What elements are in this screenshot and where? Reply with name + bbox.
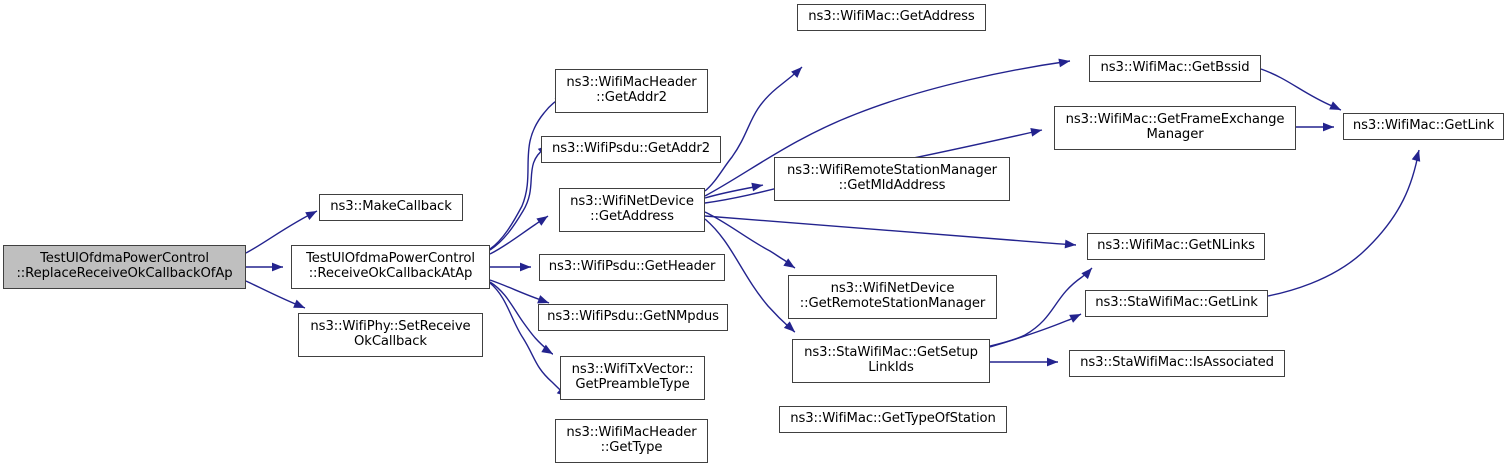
call-graph-node-n19[interactable]: ns3::StaWifiMac::GetLink bbox=[1085, 290, 1268, 317]
call-graph-node-n3[interactable]: ns3::WifiPhy::SetReceive OkCallback bbox=[298, 313, 483, 357]
edge-arrowhead bbox=[536, 216, 548, 226]
call-graph-node-n11[interactable]: ns3::WifiMac::GetAddress bbox=[797, 4, 986, 31]
edge-arrowhead bbox=[1081, 268, 1092, 280]
call-graph-node-n14[interactable]: ns3::StaWifiMac::GetSetup LinkIds bbox=[792, 339, 990, 383]
call-graph-node-n16[interactable]: ns3::WifiMac::GetBssid bbox=[1089, 55, 1261, 82]
call-graph-node-n10[interactable]: ns3::WifiMacHeader ::GetType bbox=[555, 419, 708, 463]
edge-arrowhead bbox=[751, 182, 763, 192]
call-graph-node-n13[interactable]: ns3::WifiNetDevice ::GetRemoteStationMan… bbox=[788, 275, 997, 319]
edge-arrowhead bbox=[541, 344, 553, 354]
call-edge-n16-to-n21 bbox=[1260, 68, 1342, 111]
edge-arrowhead bbox=[1047, 357, 1058, 367]
edge-arrowhead bbox=[783, 321, 795, 332]
call-edge-n2-to-n4 bbox=[489, 94, 567, 250]
edge-arrowhead bbox=[293, 299, 305, 308]
call-graph-node-n5[interactable]: ns3::WifiPsdu::GetAddr2 bbox=[541, 136, 721, 163]
edge-arrowhead bbox=[1058, 58, 1070, 68]
edge-arrowhead bbox=[783, 258, 795, 268]
call-edge-n14-to-n18 bbox=[989, 267, 1093, 347]
call-graph-node-n21[interactable]: ns3::WifiMac::GetLink bbox=[1343, 113, 1504, 140]
edge-arrowhead bbox=[791, 67, 802, 78]
edge-arrowhead bbox=[1069, 314, 1081, 323]
call-graph-node-n15[interactable]: ns3::WifiMac::GetTypeOfStation bbox=[779, 406, 1007, 433]
call-edge-n2-to-n10 bbox=[489, 282, 569, 398]
edge-arrowhead bbox=[305, 211, 317, 221]
edge-arrowhead bbox=[1064, 239, 1076, 249]
call-graph-node-n20[interactable]: ns3::StaWifiMac::IsAssociated bbox=[1069, 350, 1285, 377]
call-graph-node-n6[interactable]: ns3::WifiNetDevice ::GetAddress bbox=[559, 188, 705, 232]
edge-arrowhead bbox=[272, 262, 283, 272]
edge-arrowhead bbox=[537, 295, 549, 304]
call-edge-n19-to-n21 bbox=[1267, 149, 1420, 297]
call-graph-node-n17[interactable]: ns3::WifiMac::GetFrameExchange Manager bbox=[1054, 106, 1296, 150]
edge-arrowhead bbox=[1411, 150, 1421, 162]
call-graph-node-n8[interactable]: ns3::WifiPsdu::GetNMpdus bbox=[538, 304, 728, 331]
call-graph-node-n9[interactable]: ns3::WifiTxVector:: GetPreambleType bbox=[560, 356, 705, 400]
call-graph-node-n2[interactable]: TestUlOfdmaPowerControl ::ReceiveOkCallb… bbox=[291, 245, 490, 289]
call-graph-node-n1[interactable]: ns3::MakeCallback bbox=[319, 194, 463, 221]
call-graph-node-n12[interactable]: ns3::WifiRemoteStationManager ::GetMldAd… bbox=[774, 157, 1010, 201]
call-graph-node-n0[interactable]: TestUlOfdmaPowerControl ::ReplaceReceive… bbox=[3, 245, 246, 289]
edge-arrowhead bbox=[520, 262, 531, 272]
call-edge-n6-to-n18 bbox=[704, 215, 1077, 246]
call-edge-n6-to-n16 bbox=[704, 60, 1071, 197]
edge-arrowhead bbox=[1030, 127, 1042, 137]
edge-arrowhead bbox=[1323, 122, 1334, 132]
call-graph-node-n18[interactable]: ns3::WifiMac::GetNLinks bbox=[1087, 233, 1265, 260]
call-graph-node-n4[interactable]: ns3::WifiMacHeader ::GetAddr2 bbox=[555, 69, 708, 113]
edge-arrowhead bbox=[1329, 101, 1341, 110]
call-graph-node-n7[interactable]: ns3::WifiPsdu::GetHeader bbox=[539, 254, 725, 281]
